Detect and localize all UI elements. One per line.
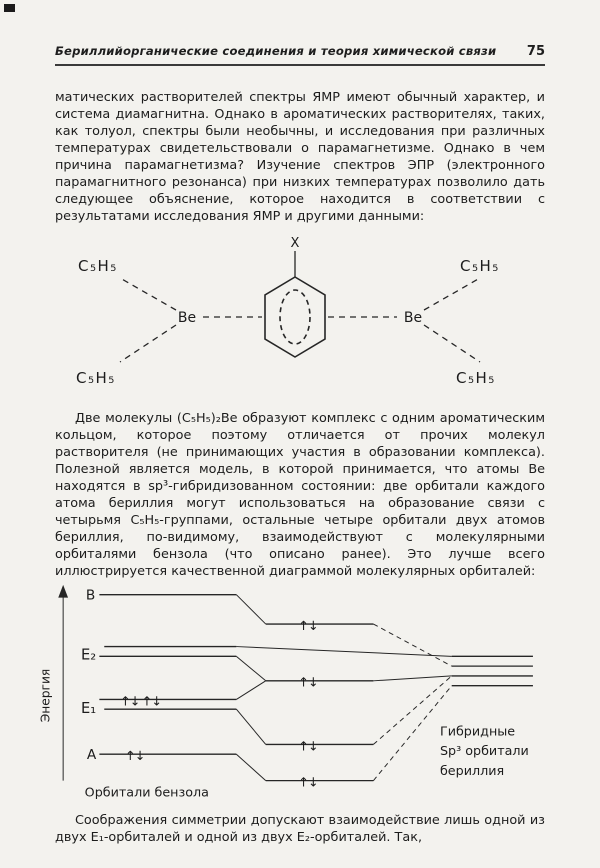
be-cp-bond-bottom-right [423,324,481,363]
hybrid-orbitals-caption: Гибридные Sp³ орбитали бериллия [440,724,529,778]
correlation-lines [236,594,453,782]
electron-pair-mo-1: ↑↓ [298,618,317,633]
benzene-levels: B E₂ E₁ ↑↓ ↑↓ A ↑↓ [81,588,237,763]
energy-axis: Энергия [38,584,69,781]
page-header: Бериллийорганические соединения и теория… [55,44,545,66]
paragraph-nmr-epr: матических растворителей спектры ЯМР име… [55,90,545,224]
cp-group-top-right: C₅H₅ [460,257,500,275]
level-a-label: A [87,747,97,763]
electron-pair-mo-2: ↑↓ [298,675,317,690]
electron-pair-mo-3: ↑↓ [298,738,317,753]
level-b-label: B [86,588,95,604]
energy-axis-label: Энергия [38,669,52,723]
axis-arrowhead [58,584,69,598]
page-number: 75 [526,44,545,59]
cp-group-bottom-left: C₅H₅ [76,369,116,387]
paragraph-symmetry: Соображения симметрии допускают взаимоде… [55,813,545,845]
beryllium-left-label: Be [178,310,196,326]
level-e2-label: E₂ [81,646,96,663]
benzene-ring [264,276,326,358]
hybrid-levels [451,655,533,687]
mo-levels: ↑↓ ↑↓ ↑↓ ↑↓ [265,618,374,790]
cp-group-bottom-right: C₅H₅ [456,369,496,387]
running-title: Бериллийорганические соединения и теория… [55,44,497,58]
pi-electron-ellipse [279,289,311,345]
beryllium-right-label: Be [404,310,422,326]
svg-text:бериллия: бериллия [440,763,504,778]
substituent-x-label: X [291,236,300,251]
be-cp-bond-top-left [119,277,177,311]
structure-diagram: X Be Be C₅H₅ C₅H₅ C₅H₅ C₅H₅ [0,231,600,401]
electron-pair-e1-left: ↑↓ [120,693,139,708]
mo-energy-diagram: Энергия B E₂ E₁ ↑↓ ↑↓ A ↑↓ [0,580,600,810]
be-cp-bond-bottom-left [119,324,177,363]
level-e1-label: E₁ [81,700,96,717]
be-cp-bond-top-right [423,277,481,311]
structure-diagram-svg: X Be Be C₅H₅ C₅H₅ C₅H₅ C₅H₅ [76,236,500,387]
svg-text:Sp³ орбитали: Sp³ орбитали [440,743,529,758]
cp-group-top-left: C₅H₅ [78,257,118,275]
benzene-orbitals-caption: Орбитали бензола [85,784,209,799]
electron-pair-mo-4: ↑↓ [298,775,317,790]
mo-energy-diagram-svg: Энергия B E₂ E₁ ↑↓ ↑↓ A ↑↓ [38,584,533,799]
electron-pair-e1-right: ↑↓ [142,693,161,708]
svg-text:Гибридные: Гибридные [440,724,515,739]
paragraph-complex-model: Две молекулы (C₅H₅)₂Be образуют комплекс… [55,411,545,579]
electron-pair-a: ↑↓ [125,748,144,763]
scan-artifact [4,4,15,12]
